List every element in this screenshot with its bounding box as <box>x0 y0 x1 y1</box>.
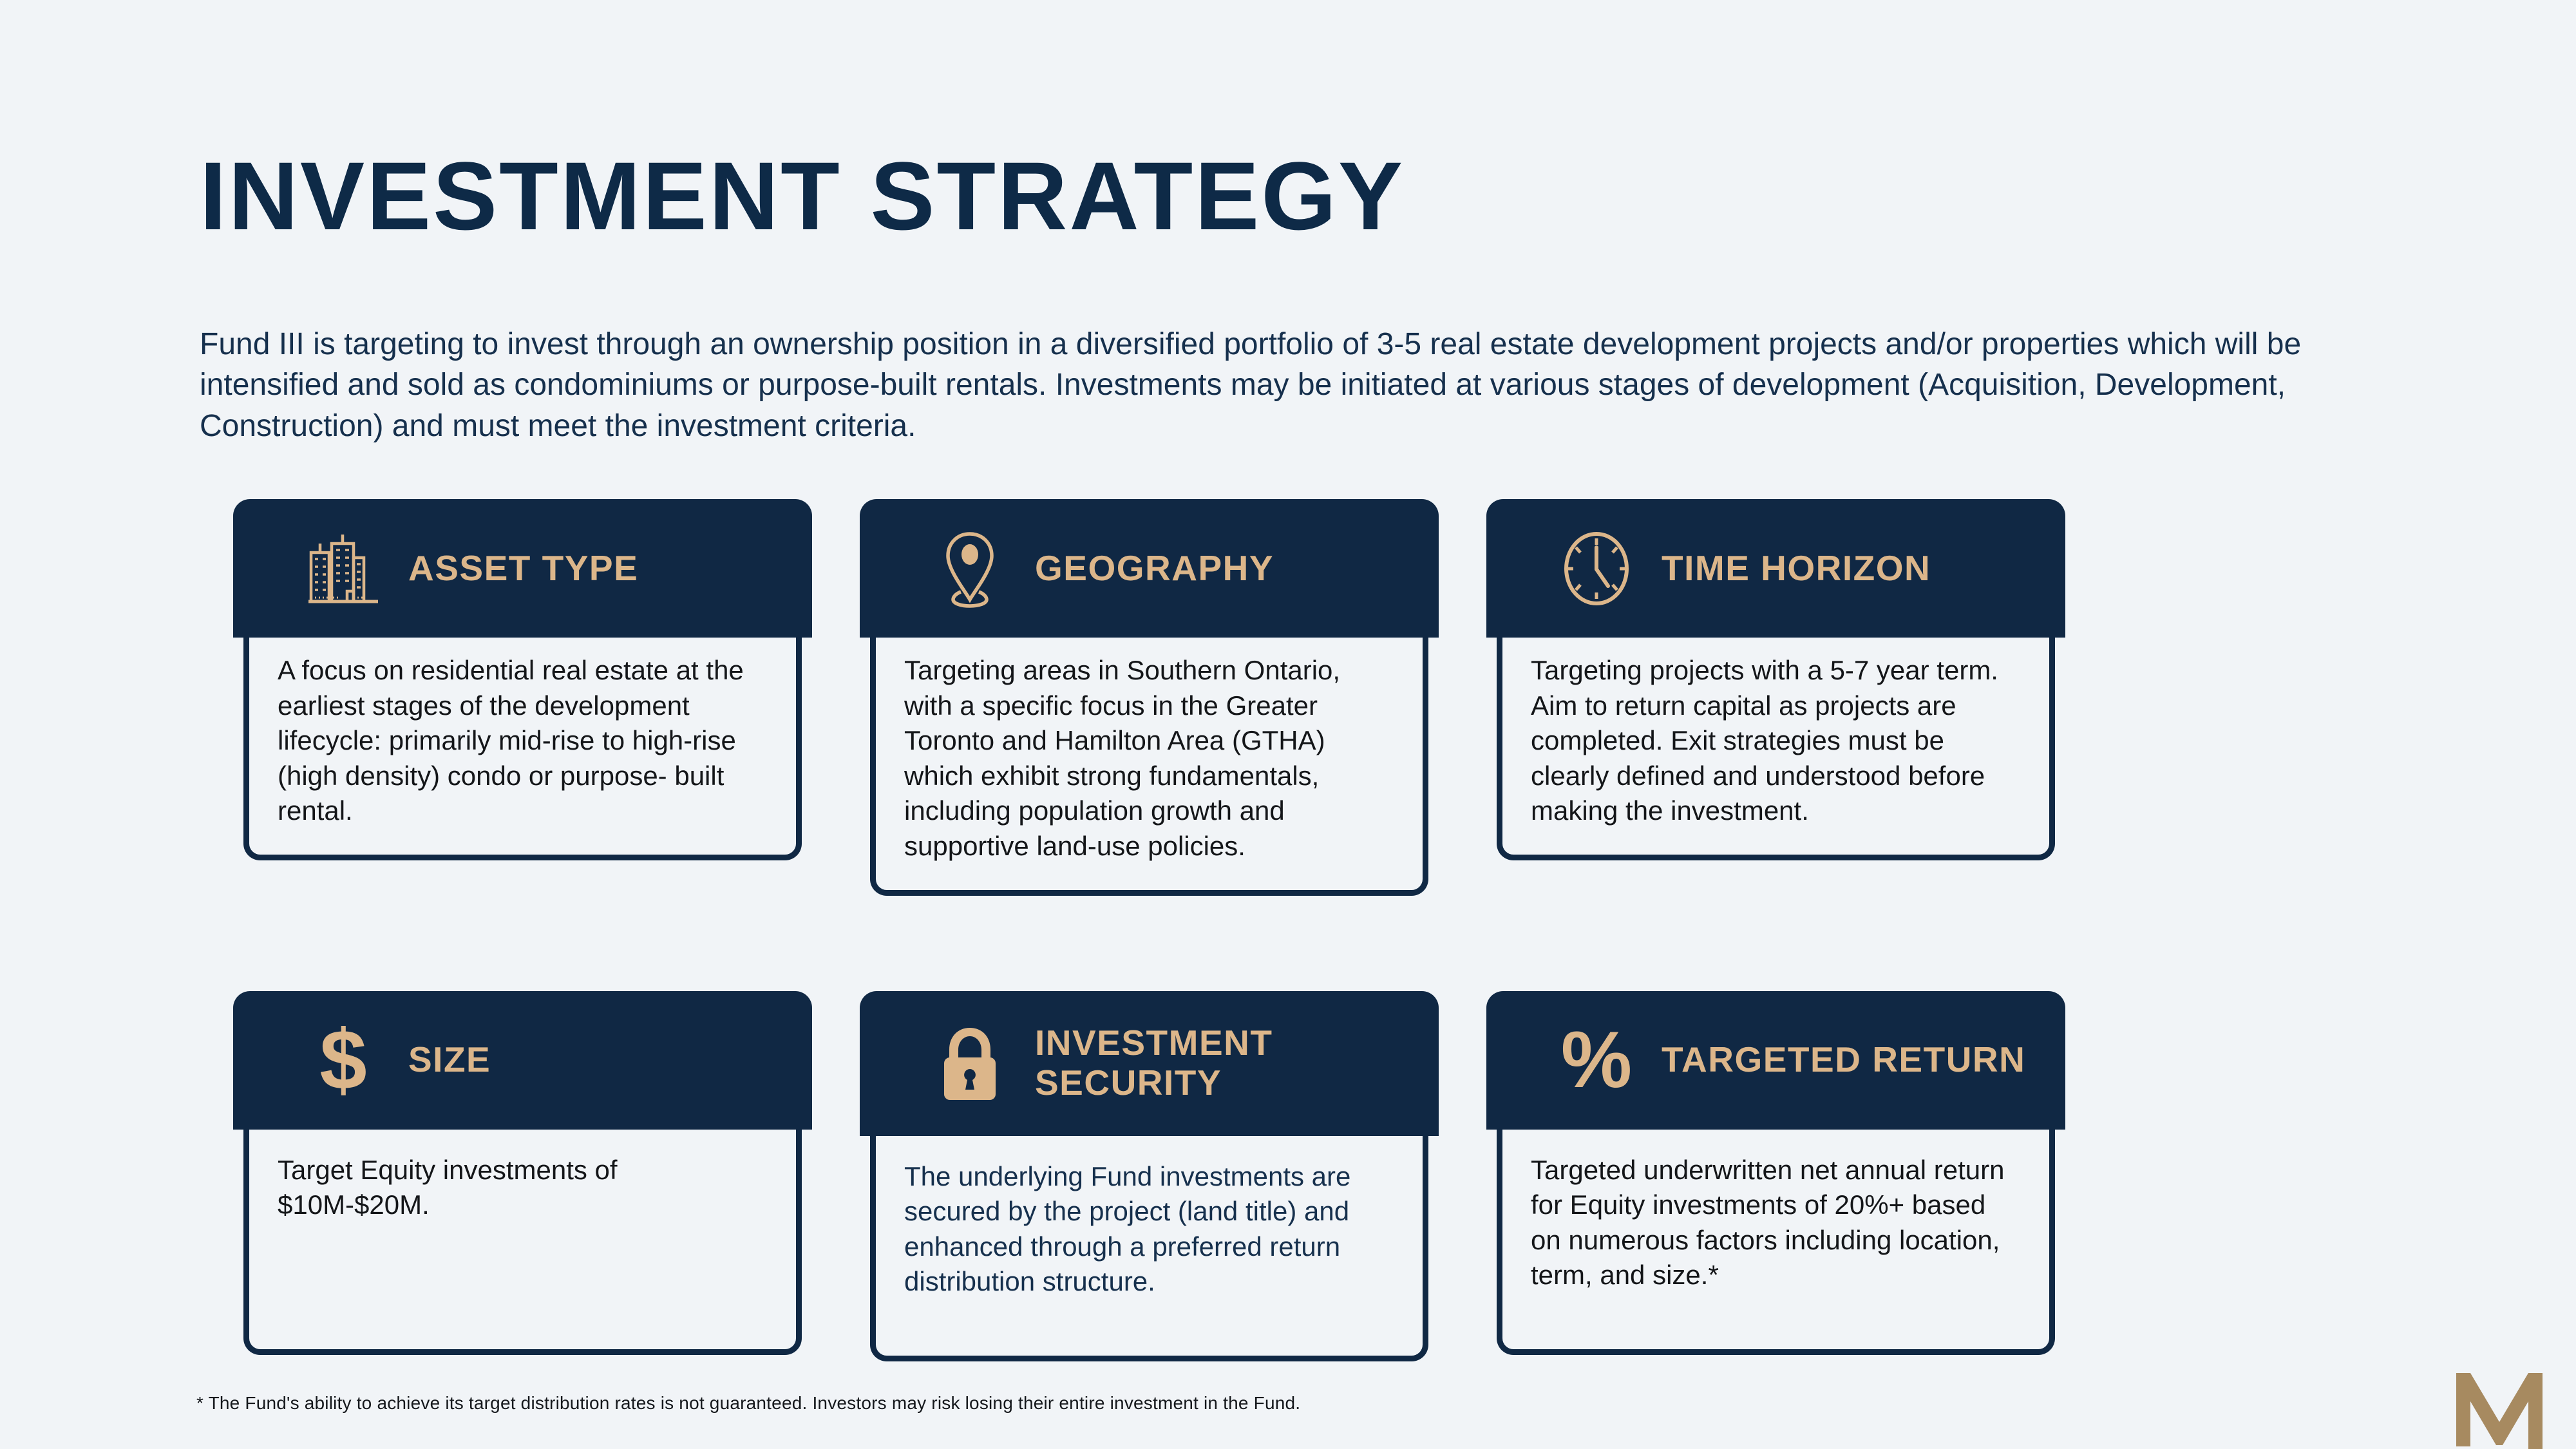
criteria-card-grid: ASSET TYPE A focus on residential real e… <box>233 499 2249 1361</box>
card-body-text: Targeted underwritten net annual return … <box>1531 1154 2005 1291</box>
intro-paragraph: Fund III is targeting to invest through … <box>200 327 2302 443</box>
card-row-2: $ SIZE Target Equity investments of $10M… <box>233 990 2249 1361</box>
lock-icon <box>932 1024 1008 1103</box>
m-monogram-logo <box>2451 1367 2548 1449</box>
dollar-icon: $ <box>305 1018 381 1103</box>
card-title: SIZE <box>408 1039 491 1080</box>
card-body: The underlying Fund investments are secu… <box>870 1129 1428 1361</box>
card-body: A focus on residential real estate at th… <box>243 631 802 860</box>
card-header: INVESTMENT SECURITY <box>860 990 1439 1136</box>
card-body-text: Targeting areas in Southern Ontario, wit… <box>904 655 1341 861</box>
map-pin-icon <box>932 529 1008 609</box>
card-body-text: A focus on residential real estate at th… <box>278 655 744 826</box>
percent-icon: % <box>1558 1020 1634 1100</box>
card-title: INVESTMENT SECURITY <box>1035 1023 1273 1103</box>
percent-glyph: % <box>1560 1016 1633 1105</box>
card-title: ASSET TYPE <box>408 547 639 588</box>
buildings-icon <box>305 529 381 608</box>
card-investment-security[interactable]: INVESTMENT SECURITY The underlying Fund … <box>860 990 1439 1361</box>
card-targeted-return[interactable]: % TARGETED RETURN Targeted underwritten … <box>1486 990 2065 1361</box>
card-body: Targeting projects with a 5-7 year term.… <box>1497 631 2055 860</box>
footnote: * The Fund's ability to achieve its targ… <box>196 1393 1301 1413</box>
card-header: % TARGETED RETURN <box>1486 990 2065 1130</box>
card-body: Targeted underwritten net annual return … <box>1497 1122 2055 1355</box>
card-body-text: Targeting projects with a 5-7 year term.… <box>1531 655 1998 826</box>
card-header: $ SIZE <box>233 990 812 1130</box>
card-asset-type[interactable]: ASSET TYPE A focus on residential real e… <box>233 499 812 896</box>
clock-icon <box>1558 529 1634 608</box>
card-size[interactable]: $ SIZE Target Equity investments of $10M… <box>233 990 812 1361</box>
card-title: TARGETED RETURN <box>1662 1039 2026 1080</box>
dollar-glyph: $ <box>319 1012 367 1108</box>
card-body-text: Target Equity investments of $10M-$20M. <box>278 1154 618 1220</box>
card-header: GEOGRAPHY <box>860 499 1439 638</box>
card-row-1: ASSET TYPE A focus on residential real e… <box>233 499 2249 896</box>
card-header: TIME HORIZON <box>1486 499 2065 638</box>
card-body-text: The underlying Fund investments are secu… <box>904 1160 1351 1297</box>
card-body: Targeting areas in Southern Ontario, wit… <box>870 631 1428 896</box>
card-body: Target Equity investments of $10M-$20M. <box>243 1122 802 1355</box>
card-title: TIME HORIZON <box>1662 547 1931 588</box>
card-title: GEOGRAPHY <box>1035 547 1274 588</box>
card-header: ASSET TYPE <box>233 499 812 638</box>
card-time-horizon[interactable]: TIME HORIZON Targeting projects with a 5… <box>1486 499 2065 896</box>
page-title: INVESTMENT STRATEGY <box>200 141 1405 250</box>
card-geography[interactable]: GEOGRAPHY Targeting areas in Southern On… <box>860 499 1439 896</box>
